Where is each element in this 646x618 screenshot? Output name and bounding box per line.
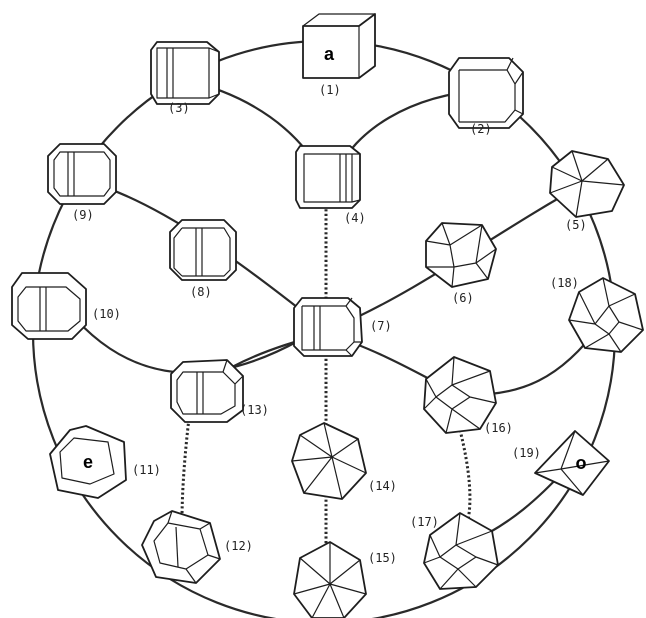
crystal-12-form — [141, 510, 221, 584]
label-16: (16) — [484, 421, 513, 435]
crystal-8-form — [169, 219, 237, 281]
crystal-13-form — [170, 359, 244, 423]
label-1: (1) — [319, 83, 341, 97]
label-2: (2) — [470, 122, 492, 136]
crystal-1-cube: a — [302, 13, 376, 79]
label-14: (14) — [368, 479, 397, 493]
crystal-18-form — [568, 277, 644, 353]
crystal-5-form — [549, 150, 625, 218]
crystal-15-form — [293, 541, 367, 618]
spoke-13-12 — [180, 409, 192, 521]
dodecahedron-face-letter: e — [83, 452, 93, 472]
label-9: (9) — [72, 208, 94, 222]
label-18: (18) — [550, 276, 579, 290]
crystal-19-octahedron: o — [534, 430, 610, 496]
crystal-11-dodecahedron: e — [49, 425, 127, 499]
label-10: (10) — [92, 307, 121, 321]
label-17: (17) — [410, 515, 439, 529]
crystal-10-form — [11, 272, 87, 340]
label-7: (7) — [370, 319, 392, 333]
crystal-2-form — [448, 57, 524, 129]
label-5: (5) — [565, 218, 587, 232]
crystal-3-form — [150, 41, 220, 105]
crystal-6-form — [425, 222, 497, 288]
label-6: (6) — [452, 291, 474, 305]
label-11: (11) — [132, 463, 161, 477]
crystal-7-form — [293, 297, 363, 357]
crystal-9-form — [47, 143, 117, 205]
crystal-14-form — [291, 422, 367, 500]
spoke-16-17 — [458, 429, 472, 521]
label-8: (8) — [190, 285, 212, 299]
label-4: (4) — [344, 211, 366, 225]
cube-face-letter: a — [324, 44, 335, 64]
label-19: (19) — [512, 446, 541, 460]
label-13: (13) — [240, 403, 269, 417]
crystal-17-form — [423, 512, 499, 590]
label-3: (3) — [168, 101, 190, 115]
label-12: (12) — [224, 539, 253, 553]
label-15: (15) — [368, 551, 397, 565]
octahedron-face-letter: o — [576, 453, 587, 473]
crystal-4-form — [295, 145, 361, 209]
crystal-16-form — [423, 356, 497, 434]
